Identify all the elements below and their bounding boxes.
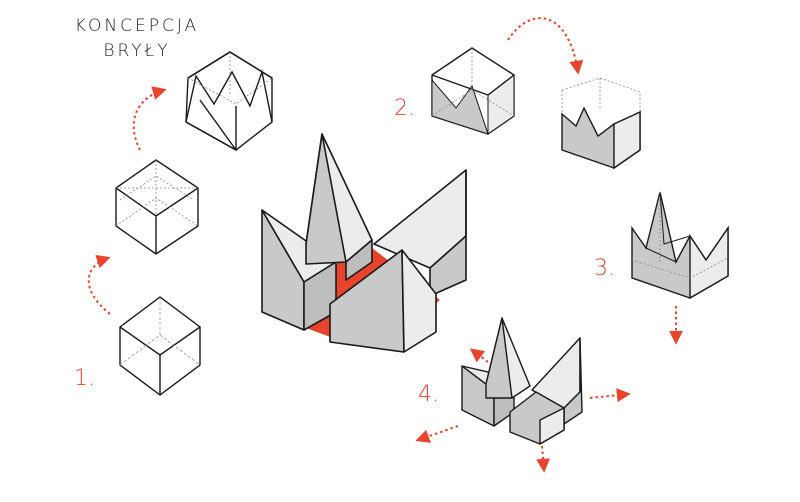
arrow-2-to-3 xyxy=(132,86,167,151)
title-line-2: BRYŁY xyxy=(103,41,171,61)
crown-step3 xyxy=(631,191,729,300)
arrow-cube-to-crown xyxy=(507,17,584,75)
step-label-4: 4. xyxy=(418,382,439,407)
cube-step2-shaded xyxy=(431,47,515,135)
arrow-1-to-2 xyxy=(87,254,111,315)
diagram-title: KONCEPCJA BRYŁY xyxy=(52,14,222,64)
arrow-piece-right xyxy=(589,388,631,403)
arrow-piece-down xyxy=(536,445,551,473)
process-arrows xyxy=(87,17,683,473)
step-label-3: 3. xyxy=(594,256,615,281)
exploded-pieces-step4 xyxy=(461,317,583,445)
crown-step2 xyxy=(561,77,641,170)
cube-step1-spires xyxy=(185,51,273,152)
step-label-2: 2. xyxy=(394,96,415,121)
cube-step1-guides xyxy=(115,159,199,255)
step-label-1: 1. xyxy=(74,366,95,391)
arrow-piece-left xyxy=(415,425,459,443)
cube-step1-base xyxy=(119,296,201,396)
title-line-1: KONCEPCJA xyxy=(74,16,200,36)
main-building xyxy=(261,133,467,353)
arrow-piece-up xyxy=(469,348,489,363)
